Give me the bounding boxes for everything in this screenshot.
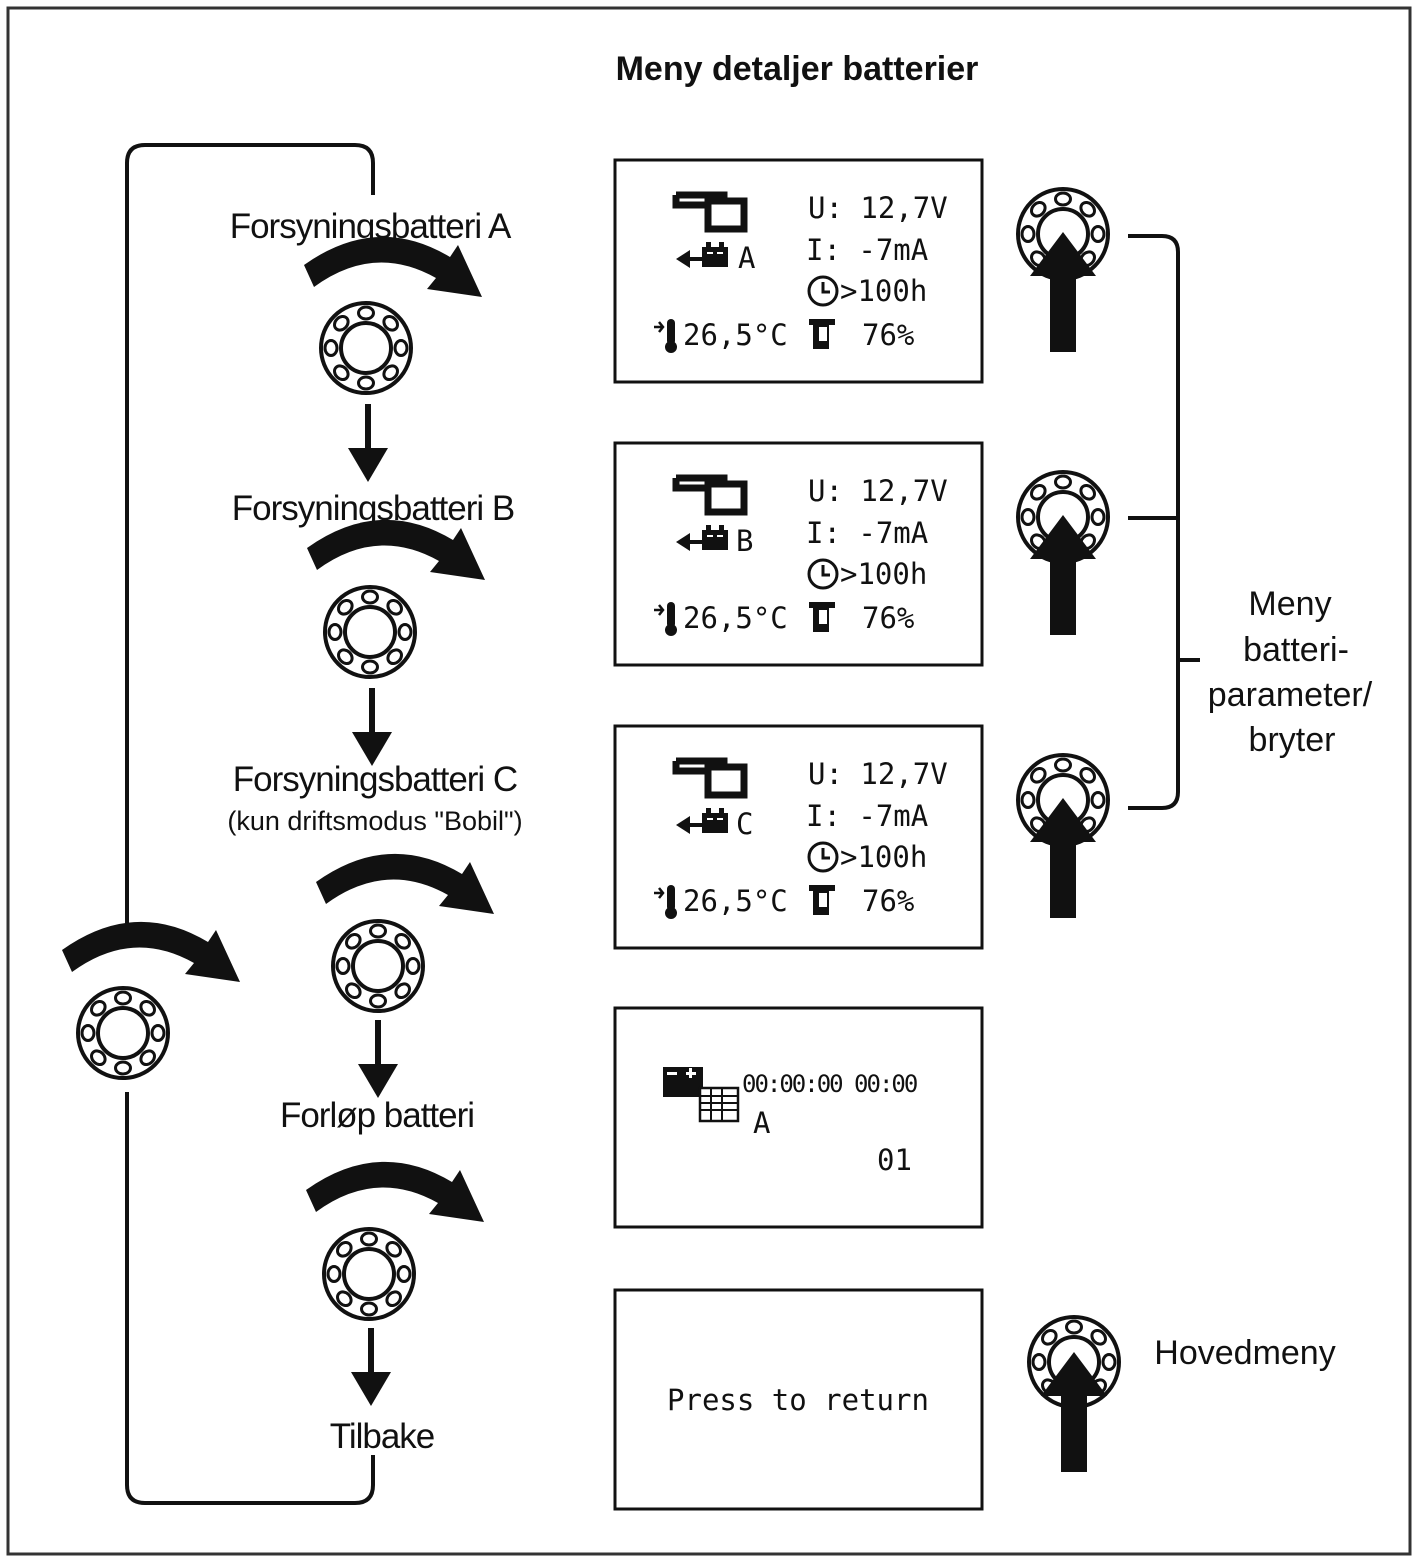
current-value: I: -7mA xyxy=(806,799,928,833)
page-title: Meny detaljer batterier xyxy=(616,50,979,88)
voltage-value: U: 12,7V xyxy=(808,757,948,791)
voltage-value: U: 12,7V xyxy=(808,474,948,508)
history-index: 01 xyxy=(877,1143,912,1177)
loop-line-bottom xyxy=(125,1092,375,1505)
menu-label-line1: Meny xyxy=(1248,585,1331,623)
down-arrow-icon xyxy=(348,404,388,482)
rotate-clockwise-arrow-icon xyxy=(307,519,485,580)
battery-letter: A xyxy=(738,241,755,275)
menu-label-line3: parameter/ xyxy=(1208,676,1373,714)
current-value: I: -7mA xyxy=(806,233,928,267)
charge-value: 76% xyxy=(862,601,914,635)
history-battery-letter: A xyxy=(753,1106,770,1140)
bracket-line xyxy=(1128,234,1180,810)
down-arrow-icon xyxy=(358,1020,398,1098)
battery-letter: C xyxy=(736,807,753,841)
battery-letter: B xyxy=(736,524,753,558)
logbook-icon xyxy=(663,1067,740,1123)
current-value: I: -7mA xyxy=(806,516,928,550)
main-menu-label: Hovedmeny xyxy=(1154,1334,1335,1372)
rotary-knob-icon[interactable] xyxy=(319,301,413,395)
rotary-knob-icon[interactable] xyxy=(322,1227,416,1321)
temperature-value: 26,5°C xyxy=(683,884,788,918)
outer-frame xyxy=(6,6,1412,1556)
down-arrow-icon xyxy=(352,688,392,766)
time-remaining-value: >100h xyxy=(840,274,927,308)
menu-label-line4: bryter xyxy=(1249,721,1336,759)
rotate-clockwise-arrow-icon xyxy=(316,853,494,914)
voltage-value: U: 12,7V xyxy=(808,191,948,225)
clock-icon xyxy=(807,275,839,307)
down-arrow-icon xyxy=(351,1328,391,1406)
rotary-knob-icon[interactable] xyxy=(76,986,170,1080)
charge-value: 76% xyxy=(862,884,914,918)
rotate-clockwise-arrow-icon xyxy=(306,1161,484,1222)
temperature-value: 26,5°C xyxy=(683,318,788,352)
step-label-c-note: (kun driftsmodus "Bobil") xyxy=(227,806,522,836)
time-remaining-value: >100h xyxy=(840,557,927,591)
rotary-knob-icon[interactable] xyxy=(331,919,425,1013)
step-label-c: Forsyningsbatteri C xyxy=(233,760,517,799)
menu-label-line2: batteri- xyxy=(1243,631,1349,669)
return-text: Press to return xyxy=(667,1383,929,1417)
clock-icon xyxy=(807,558,839,590)
screen-return: Press to return xyxy=(613,1288,984,1511)
charge-value: 76% xyxy=(862,318,914,352)
time-remaining-value: >100h xyxy=(840,840,927,874)
temperature-value: 26,5°C xyxy=(683,601,788,635)
rotate-clockwise-arrow-icon xyxy=(62,921,240,982)
clock-icon xyxy=(807,841,839,873)
loop-line-top xyxy=(125,143,375,925)
step-label-back: Tilbake xyxy=(330,1417,435,1456)
screen-battery-c: C U: 12,7V I: -7mA >100h 26,5°C 76% xyxy=(613,724,984,950)
history-datetime: 00:00:00 00:00 xyxy=(742,1070,917,1098)
screen-battery-b: B U: 12,7V I: -7mA >100h 26,5°C 76% xyxy=(613,441,984,667)
screen-battery-a: A U: 12,7V I: -7mA >100h 26,5°C 76% xyxy=(613,158,984,384)
rotary-knob-icon[interactable] xyxy=(323,585,417,679)
step-label-history: Forløp batteri xyxy=(280,1096,474,1135)
screen-history: 00:00:00 00:00 A 01 xyxy=(613,1006,984,1229)
